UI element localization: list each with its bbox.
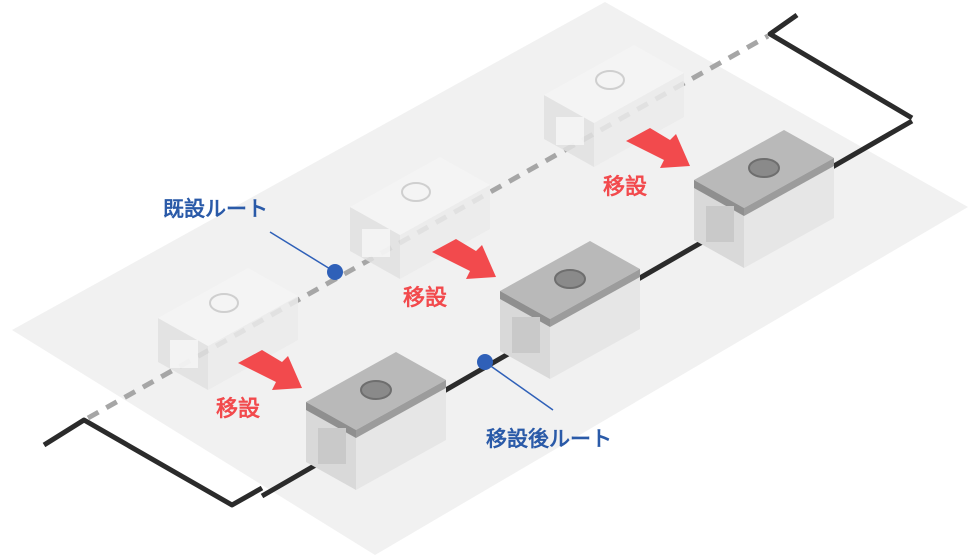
new-route-leader [484, 361, 554, 411]
new-box-2 [500, 241, 640, 379]
old-box-2 [350, 157, 490, 279]
existing-route-leader [269, 231, 336, 273]
new-box-1 [306, 352, 446, 490]
new-box-3 [694, 130, 834, 268]
move-arrow-3 [626, 128, 690, 168]
move-label-3: 移設 [603, 175, 648, 200]
existing-route-label: 既設ルート [163, 197, 268, 221]
new-route-label: 移設後ルート [486, 427, 612, 451]
old-box-3 [544, 45, 684, 167]
move-arrow-2 [432, 239, 496, 279]
move-label-1: 移設 [216, 397, 261, 422]
ground-plane [12, 2, 968, 555]
new-route-left-end [42, 417, 264, 508]
new-route-right-end [767, 12, 914, 121]
new-route-dot [477, 354, 493, 370]
move-label-2: 移設 [403, 286, 448, 311]
old-box-1 [158, 268, 298, 390]
move-arrow-1 [238, 350, 302, 390]
existing-route-dot [327, 264, 343, 280]
